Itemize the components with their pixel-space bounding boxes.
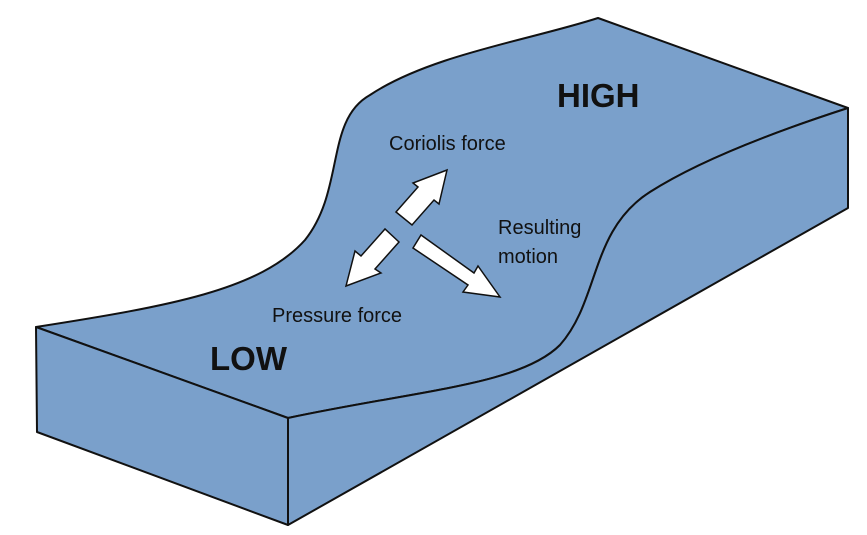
- resulting-motion-label-line1: Resulting: [498, 217, 581, 239]
- resulting-motion-label-line2: motion: [498, 246, 558, 268]
- right-side-face: [287, 107, 849, 526]
- high-label: HIGH: [557, 77, 640, 114]
- low-label: LOW: [210, 340, 288, 377]
- resulting-motion-arrow: [411, 233, 502, 298]
- pressure-force-label: Pressure force: [272, 305, 402, 327]
- pressure-force-arrow: [344, 227, 401, 288]
- coriolis-force-arrow: [394, 168, 449, 227]
- coriolis-force-label: Coriolis force: [389, 133, 506, 155]
